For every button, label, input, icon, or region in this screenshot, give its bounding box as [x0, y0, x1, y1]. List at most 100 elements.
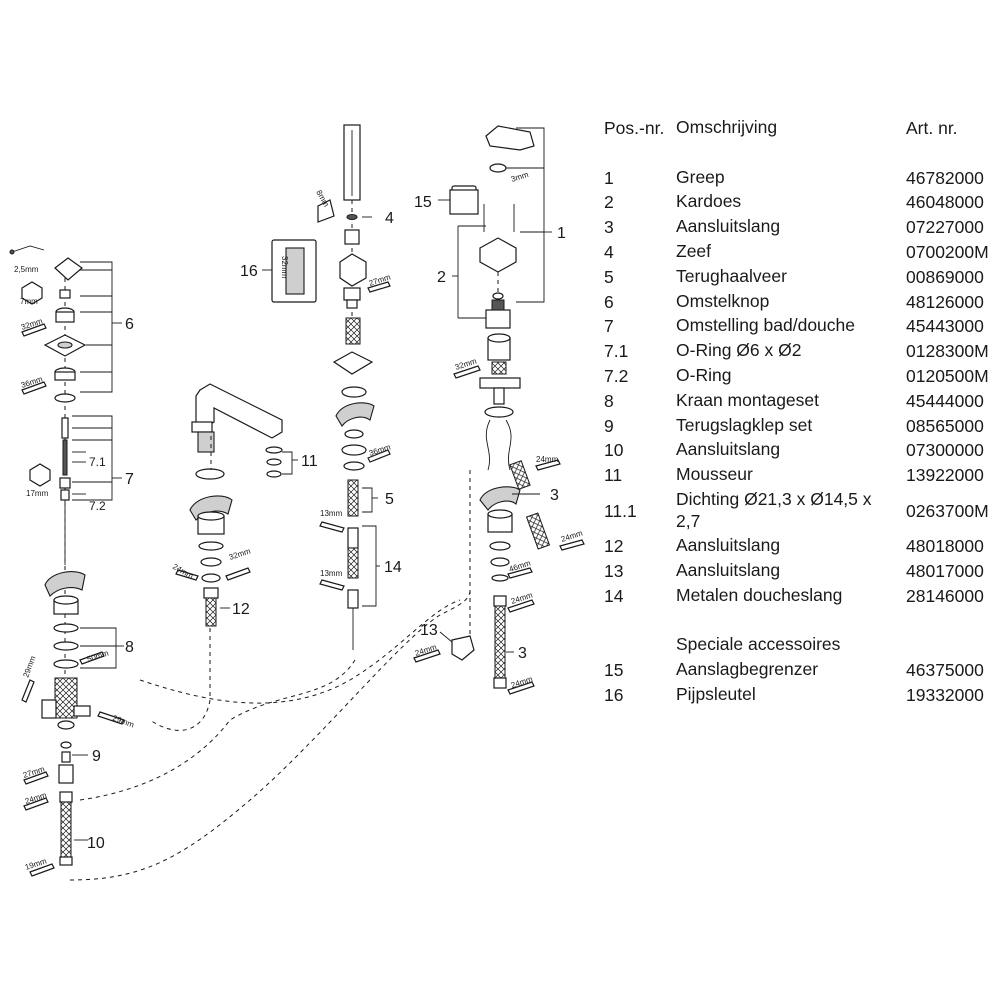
row-pos: 5	[604, 266, 614, 287]
table-row: 16 Pijpsleutel 19332000	[604, 683, 1000, 708]
row-pos: 14	[604, 585, 624, 606]
diagram-canvas: 1 2 3 3 4 5 6 7 7.1 7.2 8 9 10 11 12 13 …	[9, 124, 585, 881]
row-article-number: 00869000	[906, 266, 984, 287]
callout-3a: 3	[550, 487, 559, 504]
row-description: Terugslagklep set	[676, 414, 813, 435]
callout-16: 16	[240, 263, 258, 280]
row-pos: 16	[604, 684, 624, 705]
row-description: Aansluitslang	[676, 216, 781, 237]
header-description: Omschrijving	[676, 117, 778, 137]
callout-1: 1	[557, 225, 566, 242]
table-row: 3 Aansluitslang 07227000	[604, 215, 1000, 240]
row-description: Aansluitslang	[676, 534, 781, 555]
row-article-number: 0128300M	[906, 341, 989, 362]
row-pos: 13	[604, 560, 624, 581]
row-article-number: 28146000	[906, 585, 984, 606]
row-pos: 7.1	[604, 341, 629, 362]
diverter-assembly	[9, 245, 125, 877]
header-article-number: Art. nr.	[906, 118, 958, 138]
table-row: 15 Aanslagbegrenzer 46375000	[604, 658, 1000, 683]
callout-7-2: 7.2	[89, 499, 106, 513]
callout-10: 10	[87, 835, 105, 852]
table-row: 10 Aansluitslang 07300000	[604, 438, 1000, 463]
row-pos: 11.1	[604, 500, 637, 521]
table-row: 8 Kraan montageset 45444000	[604, 389, 1000, 414]
callout-13: 13	[420, 622, 438, 639]
row-article-number: 48018000	[906, 535, 984, 556]
table-row: 9 Terugslagklep set 08565000	[604, 414, 1000, 439]
callout-11: 11	[301, 453, 318, 470]
tool-size-label: 24mm	[536, 455, 559, 464]
table-row: 4 Zeef 0700200M	[604, 240, 1000, 265]
connection-line-b	[69, 589, 471, 881]
parts-table-header: Pos.-nr. Omschrijving Art. nr.	[604, 116, 1000, 141]
callout-12: 12	[232, 601, 250, 618]
row-description: Aansluitslang	[676, 559, 781, 580]
row-pos: 6	[604, 291, 614, 312]
row-description: Metalen doucheslang	[676, 584, 843, 605]
row-article-number: 07300000	[906, 440, 984, 461]
accessories-section-title: Speciale accessoires	[604, 633, 1000, 658]
header-pos: Pos.-nr.	[604, 118, 665, 138]
row-description: Zeef	[676, 240, 712, 261]
callout-5: 5	[385, 491, 394, 508]
connection-line-d	[149, 620, 211, 731]
row-article-number: 46048000	[906, 192, 984, 213]
tool-size-label: 17mm	[26, 489, 49, 498]
table-row: 1 Greep 46782000	[604, 166, 1000, 191]
connection-line-c	[139, 599, 461, 704]
table-row: 12 Aansluitslang 48018000	[604, 534, 1000, 559]
row-pos: 9	[604, 415, 614, 436]
tool-size-label: 3mm	[510, 170, 530, 184]
row-article-number: 46782000	[906, 167, 984, 188]
tool-size-label: 13mm	[320, 509, 343, 518]
row-description: Kraan montageset	[676, 389, 820, 410]
row-pos: 2	[604, 192, 614, 213]
row-pos: 11	[604, 465, 623, 486]
tool-size-label: 50mm	[86, 648, 110, 664]
connection-line-a	[79, 659, 356, 801]
table-row: 2 Kardoes 46048000	[604, 190, 1000, 215]
row-article-number: 48017000	[906, 560, 984, 581]
row-article-number: 19332000	[906, 684, 984, 705]
row-pos: 7	[604, 316, 614, 337]
row-article-number: 13922000	[906, 465, 984, 486]
tool-size-label: 13mm	[320, 569, 343, 578]
parts-list-table: Pos.-nr. Omschrijving Art. nr. 1 Greep 4…	[604, 116, 1000, 708]
row-description: O-Ring	[676, 364, 732, 385]
row-description: Kardoes	[676, 191, 742, 212]
row-description: Greep	[676, 166, 725, 187]
tool-size-label: 2,5mm	[14, 265, 39, 274]
row-pos: 10	[604, 440, 624, 461]
row-article-number: 08565000	[906, 415, 984, 436]
row-pos: 4	[604, 241, 614, 262]
row-description: Omstelling bad/douche	[676, 315, 855, 336]
callout-7-1: 7.1	[89, 455, 106, 469]
tool-size-label: 29mm	[111, 713, 135, 729]
row-article-number: 0120500M	[906, 365, 989, 386]
row-description: Dichting Ø21,3 x Ø14,5 x 2,7	[676, 488, 872, 531]
callout-4: 4	[385, 210, 394, 227]
spout-assembly	[175, 383, 298, 627]
row-description: Pijpsleutel	[676, 683, 756, 704]
table-row: 5 Terughaalveer 00869000	[604, 265, 1000, 290]
row-article-number: 45443000	[906, 316, 984, 337]
row-pos: 3	[604, 217, 614, 238]
callout-6: 6	[125, 316, 134, 333]
row-pos: 15	[604, 659, 624, 680]
table-row: 6 Omstelknop 48126000	[604, 290, 1000, 315]
section-title: Speciale accessoires	[676, 634, 841, 655]
row-description: O-Ring Ø6 x Ø2	[676, 340, 802, 361]
exploded-parts-diagram: 1 2 3 3 4 5 6 7 7.1 7.2 8 9 10 11 12 13 …	[9, 124, 585, 881]
row-description: Aansluitslang	[676, 439, 781, 460]
table-row: 7 Omstelling bad/douche 45443000	[604, 314, 1000, 339]
table-row: 7.2 O-Ring 0120500M	[604, 364, 1000, 389]
table-row: 14 Metalen doucheslang 28146000	[604, 584, 1000, 609]
row-description: Omstelknop	[676, 290, 770, 311]
tool-size-label: 7mm	[20, 297, 38, 306]
callout-14: 14	[384, 559, 402, 576]
row-article-number: 0263700M	[906, 500, 989, 521]
row-article-number: 07227000	[906, 217, 984, 238]
row-pos: 12	[604, 535, 624, 556]
row-article-number: 0700200M	[906, 241, 989, 262]
